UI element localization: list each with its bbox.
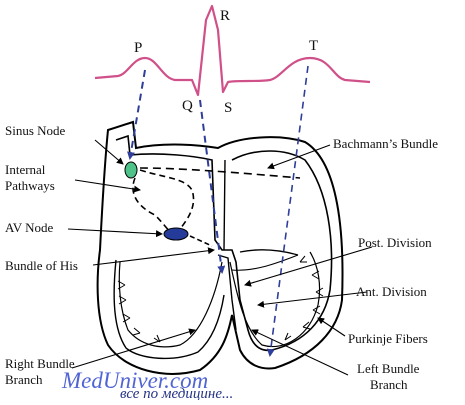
leader-lines [67, 139, 373, 376]
right-bundle-branch-label-line2: Branch [5, 372, 43, 387]
purkinje-tick [117, 280, 126, 290]
av-node-label: AV Node [5, 220, 54, 235]
av-node-leader [67, 228, 163, 238]
purkinje-tick [118, 295, 127, 305]
post-division-leader [244, 246, 373, 287]
ecg-trace [94, 4, 371, 97]
p-wave-arrow [127, 69, 146, 160]
purkinje-tick [284, 332, 292, 341]
right-bundle-branch-leader [71, 328, 196, 369]
left-atrium-floor [239, 249, 299, 256]
ant-division-leader [257, 291, 368, 308]
t-wave-label: T [309, 38, 318, 54]
right-ventricle-wall [113, 259, 225, 360]
purkinje-fibers-leader [317, 317, 346, 337]
r-wave-label: R [220, 8, 230, 24]
heart-inner-outline [115, 134, 333, 352]
left-bundle-branch-fiber [229, 251, 321, 348]
purkinje-fibers-label: Purkinje Fibers [348, 331, 428, 346]
s-wave-label: S [224, 100, 232, 116]
right-bundle-branch-label-line1: Right Bundle [5, 356, 75, 371]
post-division-label: Post. Division [358, 235, 432, 250]
bundle-of-his-leader [92, 247, 215, 266]
left-bundle-branch-label-line1: Left Bundle [357, 361, 420, 376]
ant-division-label: Ant. Division [356, 284, 427, 299]
internal-pathways-label-line1: Internal [5, 162, 46, 177]
atrial-septum [223, 159, 226, 251]
bachmanns-bundle-label: Bachmann’s Bundle [333, 136, 438, 151]
sinus-node [124, 161, 138, 179]
purkinje-tick [132, 327, 141, 336]
bachmanns-bundle-leader [267, 144, 331, 170]
bundle-of-his-label: Bundle of His [5, 258, 78, 273]
left-posterior-division-fiber [231, 254, 299, 271]
purkinje-tick [315, 287, 324, 297]
av-to-his-path [189, 235, 213, 247]
internal-pathways-label-line2: Pathways [5, 178, 55, 193]
internal-pathways-leader [74, 179, 141, 193]
watermark-brand: MedUniver.com [61, 368, 208, 393]
internal-pathway-1 [139, 169, 195, 233]
t-wave-arrow [266, 65, 309, 357]
q-wave-label: Q [182, 98, 193, 114]
purkinje-ticks-left [284, 255, 324, 341]
watermark-tagline: все по медицине... [120, 386, 233, 400]
av-node [163, 227, 189, 241]
p-wave-label: P [134, 40, 142, 56]
internal-pathway-2 [132, 177, 173, 235]
sinus-node-label: Sinus Node [5, 123, 66, 138]
purkinje-tick [299, 255, 307, 263]
interventricular-septum [217, 254, 237, 331]
bachmanns-bundle-path [139, 167, 301, 179]
left-bundle-branch-label-line2: Branch [370, 377, 408, 392]
purkinje-tick [312, 305, 321, 315]
left-bundle-branch-leader [251, 329, 349, 376]
sinus-node-leader [94, 139, 124, 165]
purkinje-tick [122, 313, 131, 323]
purkinje-tick [311, 270, 320, 280]
heart-outer-outline [96, 120, 344, 375]
qrs-arrow [199, 99, 226, 274]
purkinje-tick [302, 321, 311, 330]
purkinje-ticks-right [117, 280, 161, 343]
